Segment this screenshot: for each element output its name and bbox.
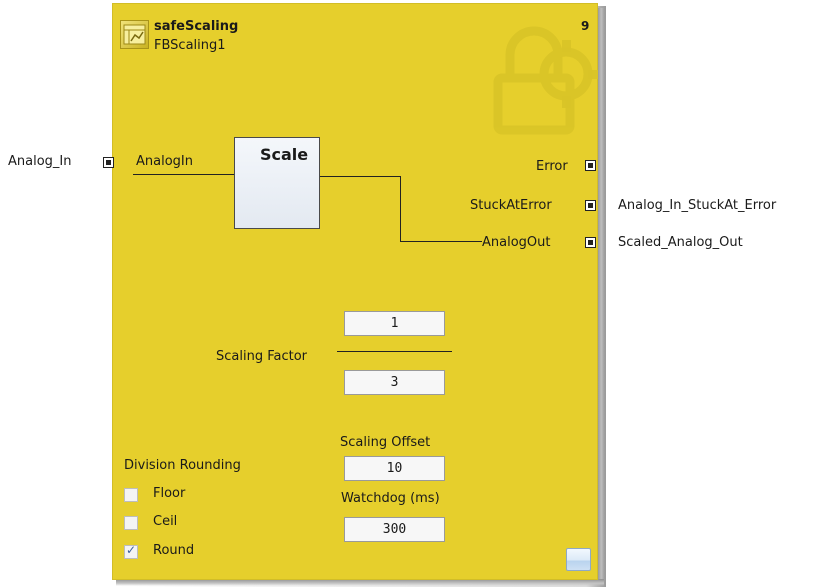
checkmark-icon: ✓ (126, 543, 137, 557)
input-pin-icon[interactable] (103, 157, 114, 168)
input-variable-analog-in[interactable]: Analog_In (8, 154, 72, 169)
scaling-factor-denominator-field[interactable]: 3 (344, 370, 445, 395)
output-wire-segment-3 (400, 241, 482, 242)
input-pin-label: AnalogIn (136, 154, 193, 169)
output-wire-segment-1 (320, 176, 400, 177)
resize-icon[interactable] (566, 548, 591, 571)
output-pin-label-error: Error (536, 159, 568, 174)
execution-order: 9 (581, 19, 590, 33)
scaling-offset-field[interactable]: 10 (344, 456, 445, 481)
output-wire-segment-2 (400, 176, 401, 241)
output-pin-icon[interactable] (585, 200, 596, 211)
output-variable-stuckat-error[interactable]: Analog_In_StuckAt_Error (618, 198, 777, 213)
scaling-factor-numerator-field[interactable]: 1 (344, 311, 445, 336)
scale-function-title: Scale (260, 145, 309, 164)
floor-option-label: Floor (153, 486, 186, 501)
floor-checkbox[interactable] (124, 488, 138, 502)
output-pin-label-stuckaterror: StuckAtError (470, 198, 552, 213)
output-pin-icon[interactable] (585, 160, 596, 171)
scale-function-box[interactable] (234, 137, 320, 229)
function-block-icon (120, 20, 149, 49)
output-pin-label-analogout: AnalogOut (482, 235, 551, 250)
round-checkbox[interactable]: ✓ (124, 543, 138, 559)
block-type-name: safeScaling (154, 19, 239, 34)
output-variable-scaled-analog-out[interactable]: Scaled_Analog_Out (618, 235, 743, 250)
function-block-body[interactable] (112, 3, 598, 580)
division-rounding-label: Division Rounding (124, 458, 241, 473)
block-right-shadow (597, 8, 604, 583)
block-bottom-shadow (116, 579, 604, 586)
round-option-label: Round (153, 543, 195, 558)
safety-lock-gear-icon (493, 26, 598, 135)
watchdog-label: Watchdog (ms) (341, 491, 440, 506)
watchdog-field[interactable]: 300 (344, 517, 445, 542)
scaling-factor-label: Scaling Factor (216, 349, 308, 364)
scaling-offset-label: Scaling Offset (340, 435, 431, 450)
ceil-option-label: Ceil (153, 514, 178, 529)
block-instance-name: FBScaling1 (154, 38, 226, 53)
input-wire (133, 174, 234, 175)
output-pin-icon[interactable] (585, 237, 596, 248)
fraction-divider (337, 351, 452, 352)
ceil-checkbox[interactable] (124, 516, 138, 530)
